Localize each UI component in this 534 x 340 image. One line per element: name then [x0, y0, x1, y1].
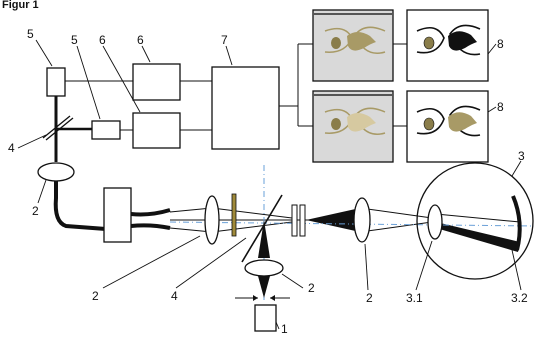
result-panel-bottom	[406, 90, 489, 163]
label-3-1: 3.1	[406, 291, 423, 305]
component-5-right	[91, 120, 121, 140]
main-beam-path	[169, 207, 521, 252]
component-5-left	[46, 67, 66, 97]
eye	[416, 162, 534, 280]
monitor-bottom	[312, 90, 394, 163]
label-3-2: 3.2	[511, 291, 528, 305]
label-2-bottom-left: 2	[92, 289, 99, 303]
filter	[231, 193, 237, 237]
label-7: 7	[221, 33, 228, 47]
result-panel-top	[406, 9, 489, 82]
label-8-top: 8	[497, 37, 504, 51]
label-8-bottom: 8	[497, 100, 504, 114]
lens-2-main	[204, 195, 220, 245]
label-2-left: 2	[32, 204, 39, 218]
figure-title: Figur 1	[2, 0, 39, 11]
lens-2-relay	[353, 197, 371, 243]
label-2-bottom-center: 2	[308, 281, 315, 295]
component-7	[211, 66, 280, 150]
label-4-bottom: 4	[171, 289, 178, 303]
monitor-top	[312, 9, 394, 82]
illumination-path	[235, 220, 290, 332]
label-6-left: 6	[99, 33, 106, 47]
component-6-bottom	[132, 112, 181, 149]
label-3: 3	[518, 149, 525, 163]
signal-wires	[65, 43, 407, 131]
label-5-left: 5	[27, 27, 34, 41]
left-detection-path	[37, 96, 107, 231]
leader-lines	[17, 39, 522, 330]
optical-axis	[169, 221, 534, 227]
fiber-coupler	[103, 187, 171, 243]
beamsplitter-4-center	[241, 194, 283, 263]
label-2-relay: 2	[366, 291, 373, 305]
component-6-top	[132, 63, 181, 101]
label-4-top: 4	[8, 141, 15, 155]
label-1: 1	[281, 322, 288, 336]
label-5-right: 5	[71, 33, 78, 47]
label-6-right: 6	[137, 33, 144, 47]
aperture-plates	[291, 204, 306, 237]
